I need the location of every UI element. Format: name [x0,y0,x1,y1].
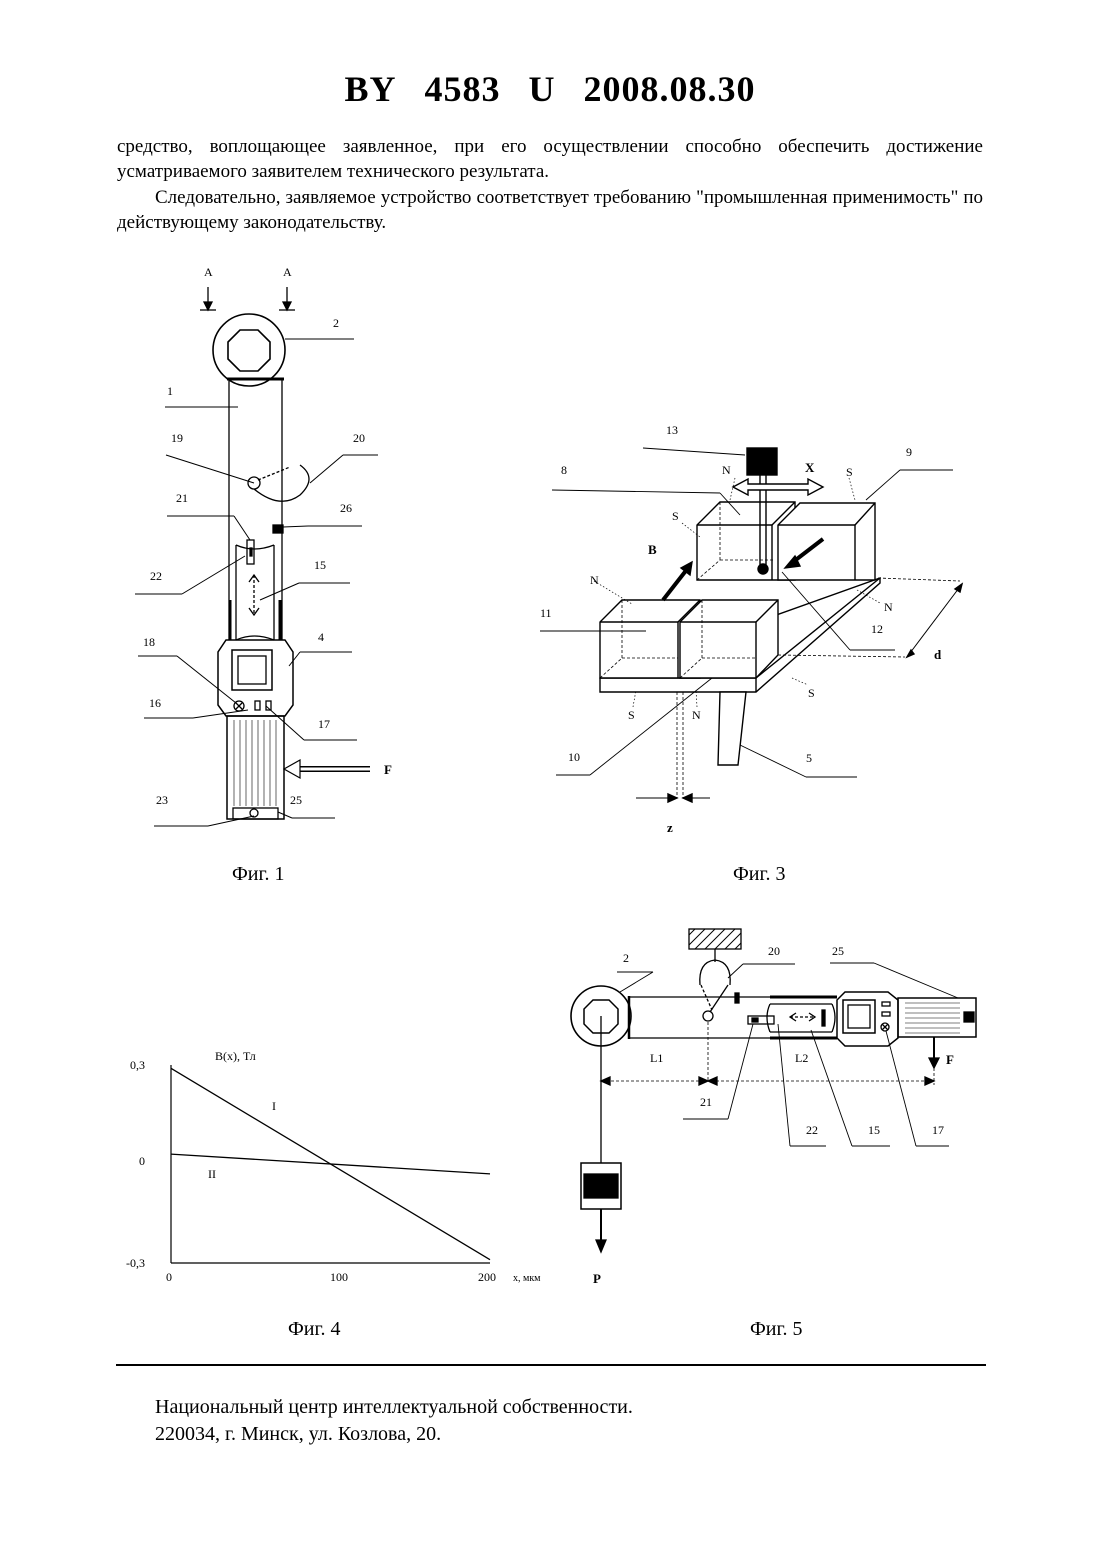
fig5-label: F [946,1052,954,1067]
fig1-label: 1 [167,384,173,398]
footer-rule [116,1364,986,1366]
fig5-label: 2 [623,951,629,965]
fig5-label: 21 [700,1095,712,1109]
fig3-label: X [805,460,815,475]
fig3-label: d [934,647,942,662]
fig4-xtick: 100 [330,1270,348,1284]
figure-3: 13 X N S 9 8 S B N N 11 12 d S S N 10 5 … [540,410,990,890]
fig1-label: 2 [333,316,339,330]
header-number: 4583 [425,68,501,110]
fig1-label: 15 [314,558,326,572]
fig1-label: F [384,762,392,777]
header-kind: U [529,68,556,110]
fig4-ylabel: B(x), Тл [215,1049,256,1063]
fig3-label: 11 [540,606,552,620]
fig3-label: N [692,708,701,722]
fig1-label: 20 [353,431,365,445]
fig4-ytick: 0 [139,1154,145,1168]
fig5-label: 25 [832,944,844,958]
fig1-label: A [204,265,213,279]
fig3-label: S [808,686,815,700]
body-paragraph-2: Следовательно, заявляемое устройство соо… [117,185,983,235]
fig5-label: 22 [806,1123,818,1137]
fig3-label: S [628,708,635,722]
fig4-series-label: I [272,1099,276,1113]
fig3-caption: Фиг. 3 [733,863,785,885]
fig1-label: 25 [290,793,302,807]
fig1-label: 16 [149,696,161,710]
fig4-caption: Фиг. 4 [288,1318,340,1340]
fig1-label: 18 [143,635,155,649]
figure-4-chart: B(x), Тл x, мкм 0,3 0 -0,3 0 100 200 I I… [110,1040,570,1350]
fig3-label: B [648,542,657,557]
fig1-label: 17 [318,717,330,731]
figure-5: 2 20 25 L1 L2 F 21 22 15 17 P Фиг. 5 [560,920,990,1350]
fig1-label: 21 [176,491,188,505]
body-paragraph-1: средство, воплощающее заявленное, при ег… [117,134,983,184]
footer-line-2: 220034, г. Минск, ул. Козлова, 20. [155,1421,633,1448]
fig3-label: 12 [871,622,883,636]
fig1-label: 22 [150,569,162,583]
fig3-label: S [846,465,853,479]
fig4-xlabel: x, мкм [513,1273,541,1284]
fig3-label: N [722,463,731,477]
fig5-caption: Фиг. 5 [750,1318,802,1340]
fig1-label: 26 [340,501,352,515]
fig3-label: 8 [561,463,567,477]
fig3-label: N [884,600,893,614]
fig5-label: 15 [868,1123,880,1137]
footer: Национальный центр интеллектуальной собс… [155,1394,633,1448]
fig4-xtick: 0 [166,1270,172,1284]
fig3-label: z [667,820,673,835]
fig1-caption: Фиг. 1 [232,863,284,885]
footer-line-1: Национальный центр интеллектуальной собс… [155,1394,633,1421]
patent-header: BY 4583 U 2008.08.30 [0,68,1100,110]
fig3-label: S [672,509,679,523]
fig4-ytick: -0,3 [126,1256,145,1270]
fig4-series-line-2 [171,1154,490,1174]
fig3-label: 13 [666,423,678,437]
fig3-label: 10 [568,750,580,764]
fig1-label: 19 [171,431,183,445]
fig5-label: 20 [768,944,780,958]
fig5-label: 17 [932,1123,944,1137]
fig4-series-label: II [208,1167,216,1181]
fig3-label: 5 [806,751,812,765]
fig1-label: 23 [156,793,168,807]
fig3-label: N [590,573,599,587]
fig4-ytick: 0,3 [130,1058,145,1072]
fig1-label: A [283,265,292,279]
fig1-label: 4 [318,630,324,644]
figure-1: A A 2 1 19 20 21 26 22 15 18 4 16 17 F 2… [120,255,410,895]
header-country: BY [344,68,396,110]
header-date: 2008.08.30 [584,68,756,110]
fig4-xtick: 200 [478,1270,496,1284]
fig5-label: P [593,1271,601,1286]
fig5-label: L1 [650,1051,663,1065]
fig5-label: L2 [795,1051,808,1065]
fig3-label: 9 [906,445,912,459]
